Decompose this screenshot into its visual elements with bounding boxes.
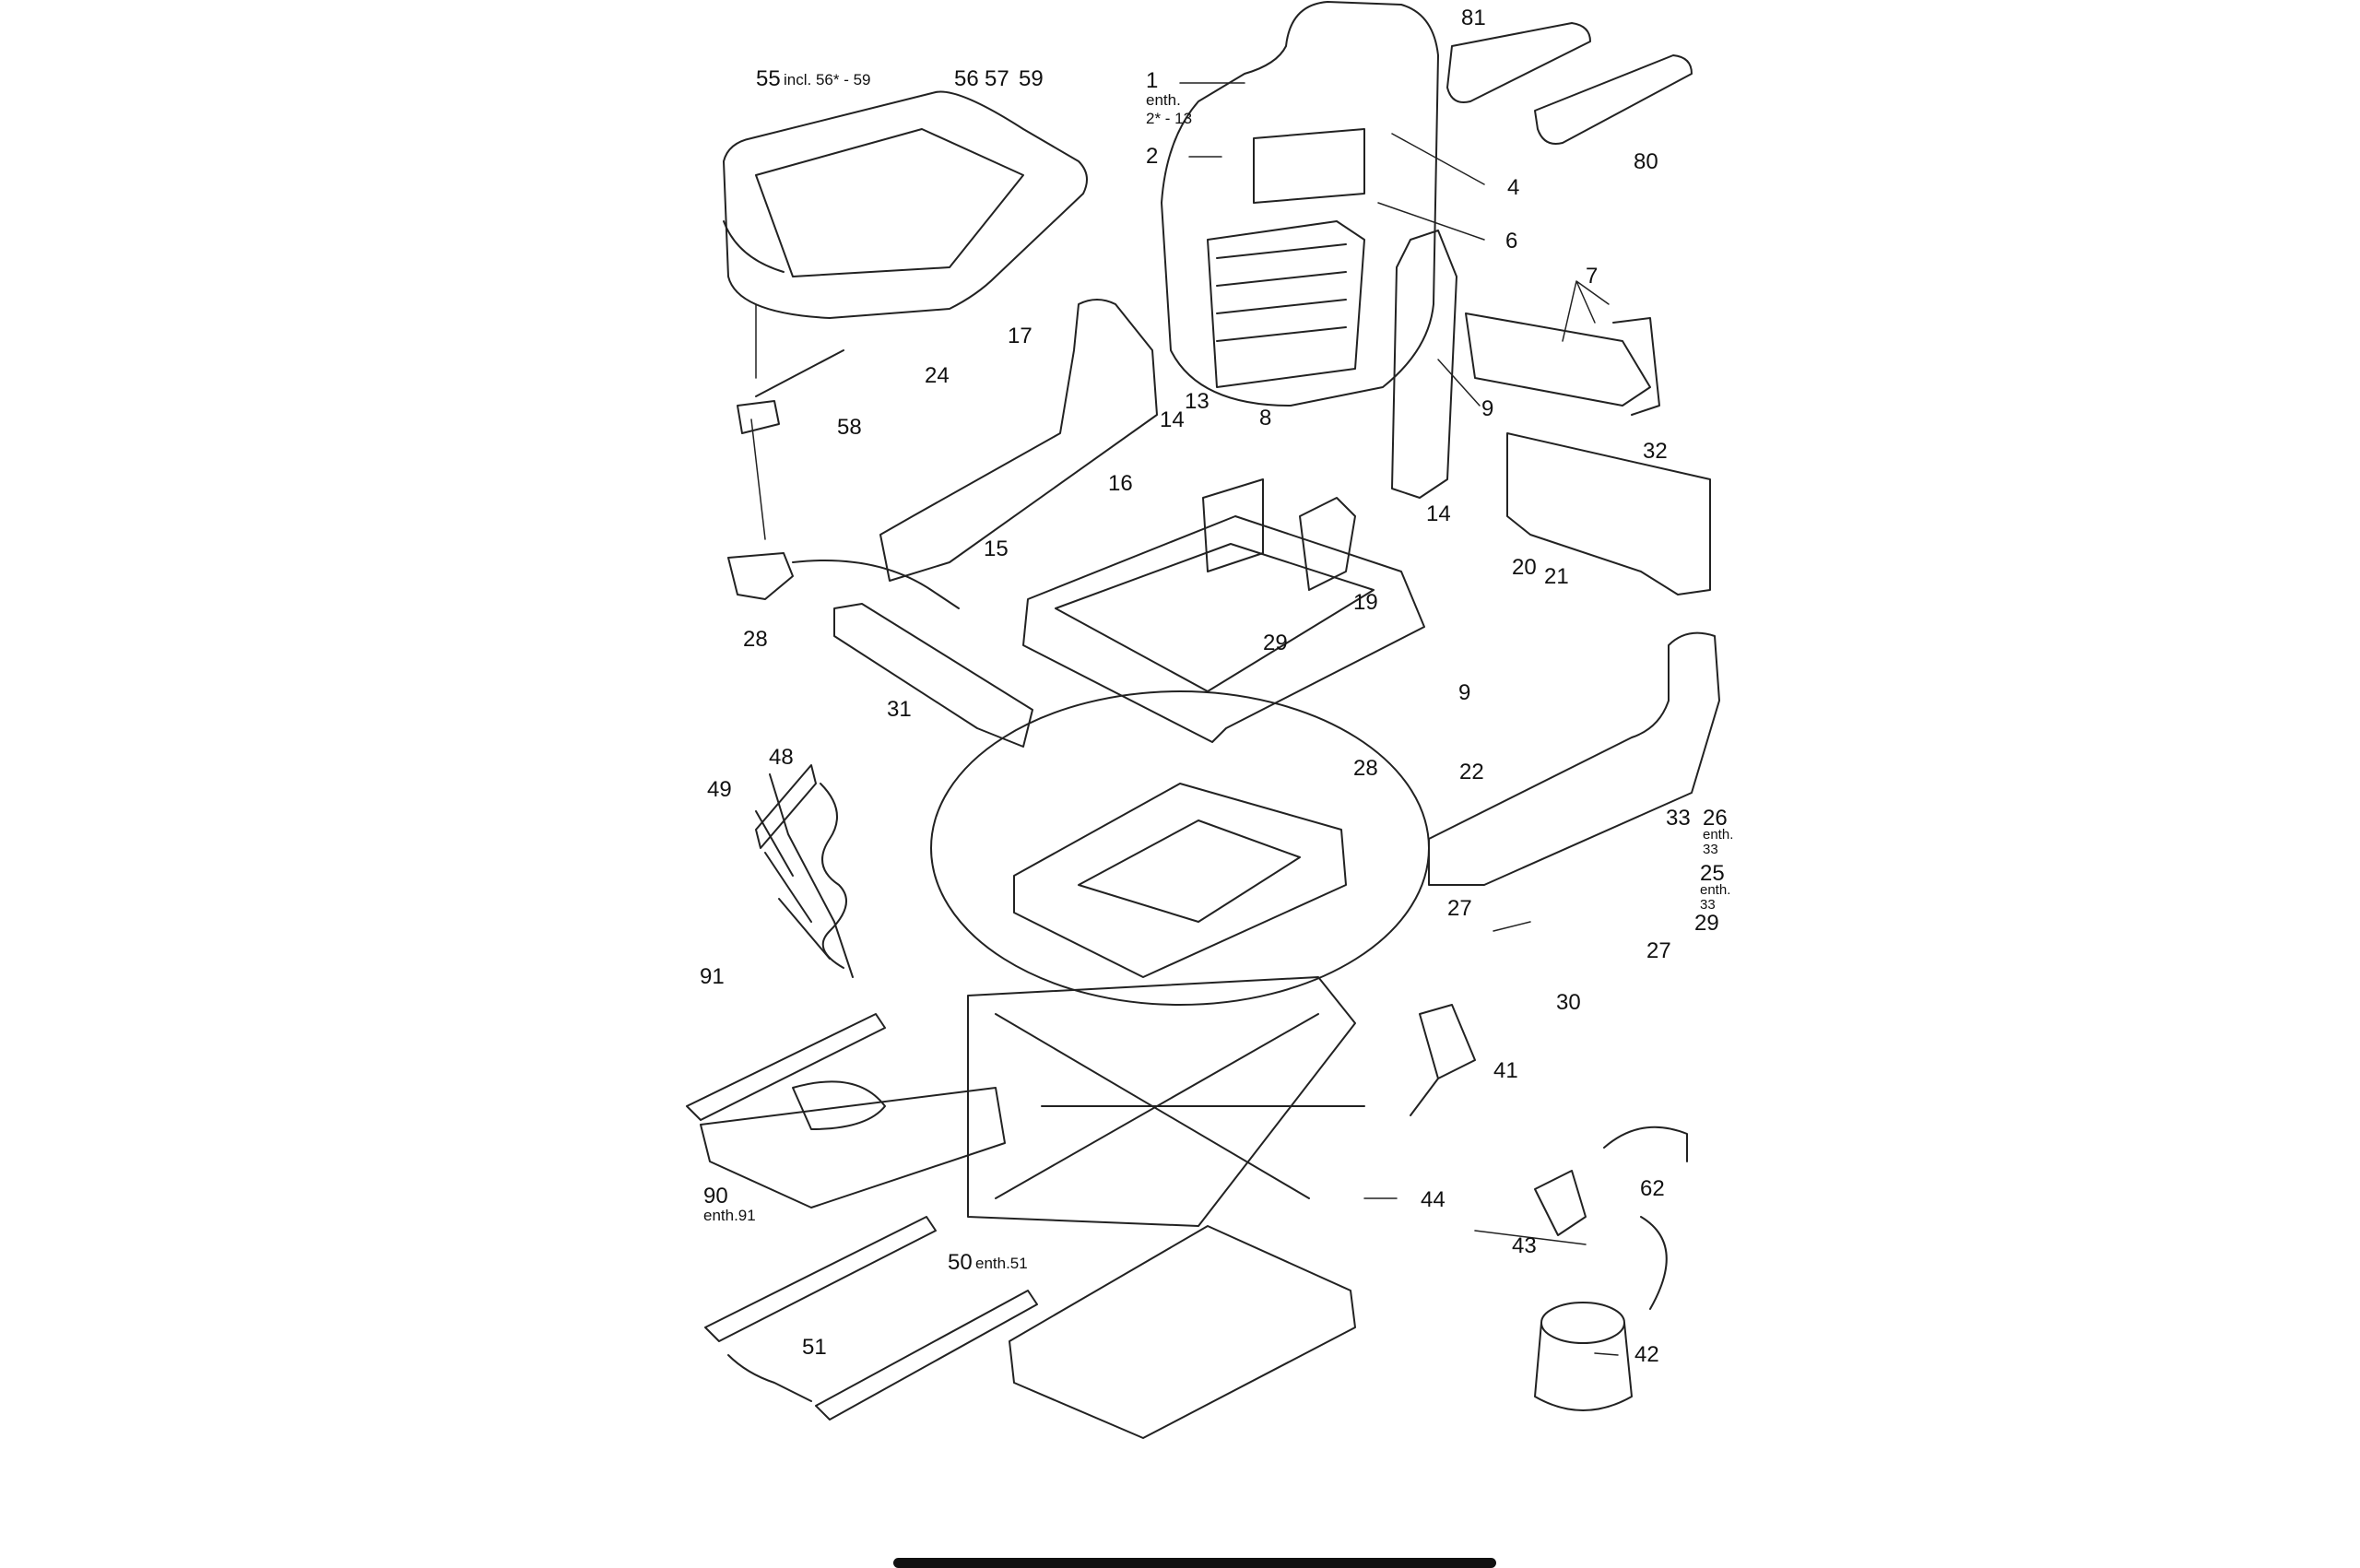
callout-1-note-a: enth. [1146, 91, 1181, 109]
callout-90-note: enth.91 [703, 1207, 756, 1224]
callout-20: 20 [1512, 555, 1537, 580]
callout-59: 59 [1019, 66, 1044, 91]
callout-7: 7 [1586, 264, 1599, 289]
callout-29-lower: 29 [1694, 911, 1719, 936]
pump-lever-part [1534, 1126, 1688, 1310]
callout-41: 41 [1493, 1058, 1518, 1083]
callout-81: 81 [1461, 6, 1486, 30]
callout-56: 56 [954, 66, 979, 91]
callout-27-lower: 27 [1646, 938, 1671, 963]
shock-absorber-part [1410, 1004, 1476, 1116]
callout-27-upper: 27 [1447, 896, 1472, 921]
callout-17: 17 [1008, 324, 1032, 348]
backrest-frame-part [1391, 230, 1660, 499]
seat-cushion-part [723, 90, 1088, 319]
callout-13: 13 [1185, 389, 1210, 414]
lower-frame-part [930, 690, 1430, 1006]
handle-28-part [727, 552, 960, 609]
callout-15: 15 [984, 536, 1009, 561]
callout-42: 42 [1634, 1342, 1659, 1367]
base-plate-part [1009, 1225, 1356, 1439]
callout-57: 57 [985, 66, 1009, 91]
callout-26: 26 [1703, 806, 1728, 831]
callout-28-mid: 28 [1353, 756, 1378, 781]
rail-31-part [833, 603, 1033, 748]
callout-90: 90 [703, 1184, 728, 1208]
callout-80: 80 [1634, 149, 1658, 174]
callout-26-note-a: enth. [1703, 827, 1734, 843]
callout-6: 6 [1505, 229, 1518, 253]
trim-58-part [737, 349, 844, 434]
compressor-42-part [1534, 1302, 1633, 1411]
callout-30: 30 [1556, 990, 1581, 1015]
rear-panel-part [1506, 432, 1711, 595]
callout-1: 1 [1146, 68, 1159, 93]
callout-25: 25 [1700, 861, 1725, 886]
leader-lines [750, 82, 1619, 1356]
callout-25-note-b: 33 [1700, 897, 1716, 913]
callout-50-note: enth.51 [975, 1255, 1028, 1272]
bellows-48-part [755, 764, 854, 978]
callout-50: 50 [948, 1250, 973, 1275]
callout-16: 16 [1108, 471, 1133, 496]
callout-14-left: 14 [1160, 407, 1185, 432]
callout-43: 43 [1512, 1233, 1537, 1258]
callout-33: 33 [1666, 806, 1691, 831]
callout-51: 51 [802, 1335, 827, 1360]
armrest-parts [1446, 22, 1693, 145]
callout-55-note: incl. 56* - 59 [784, 71, 871, 88]
callout-19: 19 [1353, 590, 1378, 615]
callout-9-upper: 9 [1481, 396, 1494, 421]
callout-55: 55 [756, 66, 781, 91]
callout-21: 21 [1544, 564, 1569, 589]
callout-22: 22 [1459, 760, 1484, 784]
callout-31: 31 [887, 697, 912, 722]
callout-8: 8 [1259, 406, 1272, 430]
callout-32: 32 [1643, 439, 1668, 464]
callout-1-note-b: 2* - 13 [1146, 110, 1193, 127]
callout-58: 58 [837, 415, 862, 440]
callout-28-left: 28 [743, 627, 768, 652]
slide-rails-50-part [704, 1216, 1038, 1421]
side-panel-part [879, 299, 1158, 582]
callout-26-note-b: 33 [1703, 842, 1718, 857]
side-bracket-22-part [1428, 631, 1720, 886]
callout-25-note-a: enth. [1700, 882, 1731, 898]
seat-backrest-part [1161, 1, 1439, 407]
callout-44: 44 [1421, 1187, 1446, 1212]
slide-rails-90-part [686, 1013, 1006, 1208]
callout-14-right: 14 [1426, 501, 1451, 526]
scissor-frame-part [967, 976, 1365, 1227]
callout-24: 24 [925, 363, 950, 388]
callout-9-lower: 9 [1458, 680, 1471, 705]
callout-4: 4 [1507, 175, 1520, 200]
callout-48: 48 [769, 745, 794, 770]
callout-49: 49 [707, 777, 732, 802]
callout-62: 62 [1640, 1176, 1665, 1201]
callout-29-upper: 29 [1263, 631, 1288, 655]
callout-91: 91 [700, 964, 725, 989]
seat-frame-part [1022, 478, 1425, 743]
callout-2: 2 [1146, 144, 1159, 169]
